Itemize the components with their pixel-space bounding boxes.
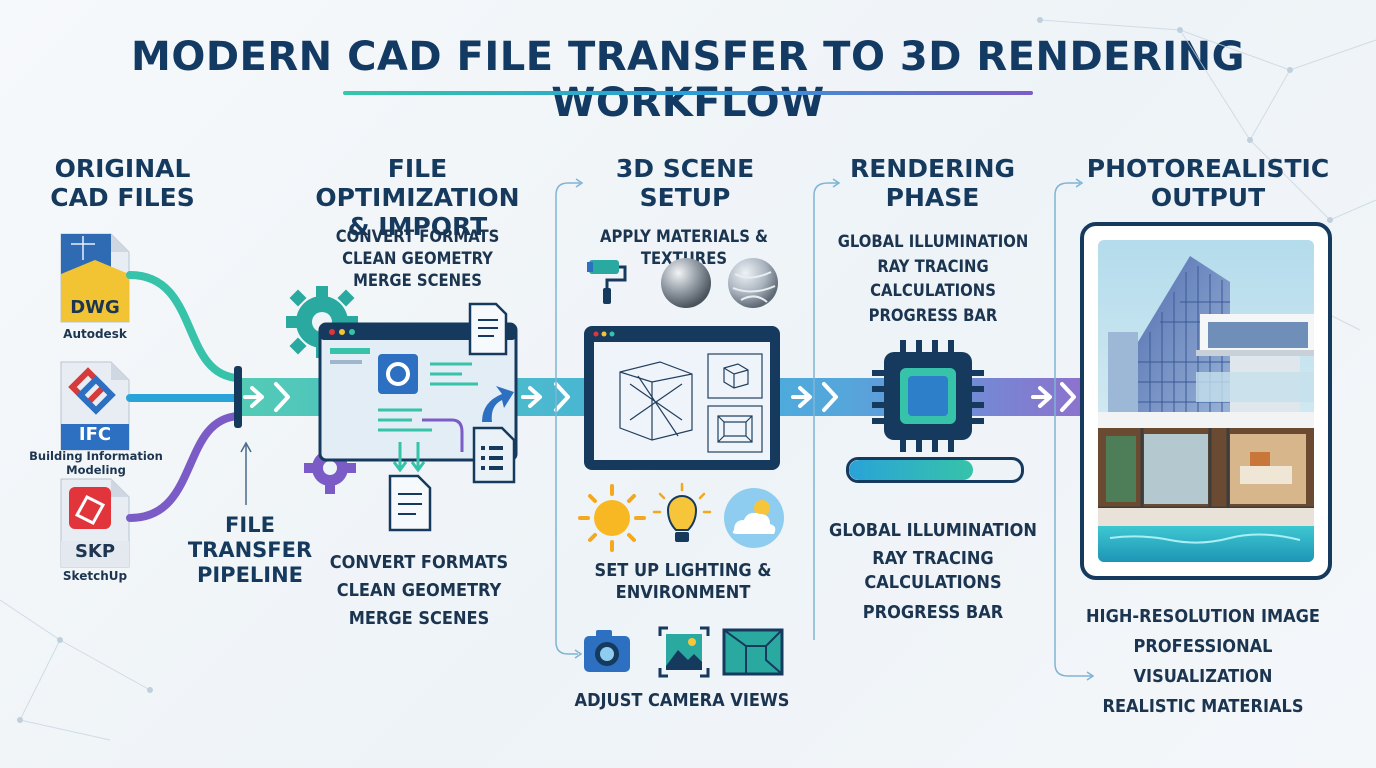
stage-5-heading: PHOTOREALISTIC OUTPUT — [1080, 154, 1336, 212]
document-icon — [472, 426, 516, 484]
stage-2-bottom-step-3: MERGE SCENES — [348, 608, 490, 629]
render-progress-bar — [846, 457, 1024, 483]
stage-5-heading-line-2: OUTPUT — [1150, 183, 1266, 212]
skp-caption: SketchUp — [62, 569, 128, 583]
document-icon — [388, 474, 432, 532]
stage-3-lighting-line-1: SET UP LIGHTING & — [594, 560, 772, 581]
render-progress-fill — [849, 460, 973, 480]
stage-5-output-2: PROFESSIONAL VISUALIZATION — [1133, 636, 1273, 687]
dwg-caption: Autodesk — [63, 327, 127, 341]
camera-icon — [584, 630, 630, 672]
stage-2-heading-line-2: & IMPORT — [347, 212, 488, 241]
lighting-icons — [578, 482, 784, 552]
stage-5-heading-line-1: PHOTOREALISTIC — [1086, 154, 1330, 183]
perspective-view-icon — [722, 628, 784, 676]
processor-chip-icon — [872, 340, 984, 452]
stage-4-bottom-step-1: GLOBAL ILLUMINATION — [829, 520, 1037, 541]
document-icon — [468, 302, 508, 356]
stage-2-top-step-1: CONVERT FORMATS — [335, 227, 500, 246]
stage-4-top-step-3: PROGRESS BAR — [868, 305, 998, 325]
pipeline-line-2: TRANSFER — [187, 538, 313, 562]
stage-5-output-1: HIGH-RESOLUTION IMAGE — [1086, 606, 1320, 627]
ifc-file-icon — [60, 361, 130, 451]
pipeline-line-1: FILE — [225, 513, 275, 537]
stage-4-heading-line-1: RENDERING — [849, 154, 1016, 183]
stage-3-lighting-line-2: ENVIRONMENT — [615, 582, 751, 603]
stage-4-heading: RENDERING PHASE — [830, 154, 1035, 212]
marble-sphere-icon — [728, 258, 778, 308]
ifc-caption: Building Information Modeling — [29, 449, 163, 477]
stage-4-top-step-1: GLOBAL ILLUMINATION — [837, 232, 1029, 251]
light-bulb-icon — [652, 482, 712, 542]
stage-5-output-list: HIGH-RESOLUTION IMAGE PROFESSIONAL VISUA… — [1070, 602, 1336, 722]
image-frame-icon — [658, 626, 710, 678]
stage-4-bottom-step-4: PROGRESS BAR — [862, 602, 1004, 623]
title-underline — [343, 91, 1033, 95]
stage-4-heading-line-2: PHASE — [885, 183, 980, 212]
stage-2-top-step-2: CLEAN GEOMETRY — [342, 249, 493, 268]
stage-4-bottom-steps: GLOBAL ILLUMINATION RAY TRACING CALCULAT… — [826, 519, 1040, 625]
stage-3-heading-line-2: SETUP — [639, 183, 731, 212]
stage-2-bottom-step-1: CONVERT FORMATS — [329, 552, 509, 573]
cad-file-icons — [60, 233, 130, 568]
stage-4-bottom-step-3: CALCULATIONS — [864, 572, 1002, 593]
stage-2-top-steps: CONVERT FORMATS CLEAN GEOMETRY MERGE SCE… — [310, 226, 525, 292]
sun-icon — [578, 484, 646, 552]
stage-1-heading-line-2: CAD FILES — [50, 183, 195, 212]
file-transfer-pipeline-label: FILE TRANSFER PIPELINE — [180, 513, 320, 588]
skp-badge: SKP — [74, 541, 116, 562]
stage-3-camera-label: ADJUST CAMERA VIEWS — [574, 690, 790, 711]
stage-5-output-3: REALISTIC MATERIALS — [1102, 696, 1304, 717]
pipeline-line-3: PIPELINE — [196, 563, 304, 587]
stage-2-bottom-steps: CONVERT FORMATS CLEAN GEOMETRY MERGE SCE… — [314, 549, 524, 633]
stage-3-heading: 3D SCENE SETUP — [590, 154, 780, 212]
stage-4-top-step-2: RAY TRACING CALCULATIONS — [870, 256, 996, 301]
metal-sphere-icon — [661, 258, 711, 308]
stage-2-heading: FILE OPTIMIZATION & IMPORT — [290, 154, 545, 241]
stage-1-heading-line-1: ORIGINAL — [54, 154, 191, 183]
sky-icon — [724, 488, 784, 548]
dwg-badge: DWG — [70, 297, 120, 318]
stage-2-heading-line-1: FILE OPTIMIZATION — [315, 154, 520, 212]
camera-icons — [584, 626, 784, 678]
material-icons — [587, 258, 778, 308]
page-title: MODERN CAD FILE TRANSFER TO 3D RENDERING… — [131, 34, 1245, 126]
photorealistic-render-image — [1080, 222, 1332, 580]
stage-3-lighting-label: SET UP LIGHTING & ENVIRONMENT — [583, 560, 783, 604]
stage-2-top-step-3: MERGE SCENES — [353, 271, 482, 290]
scene-editor-window — [584, 326, 780, 470]
paint-roller-icon — [587, 260, 627, 304]
optimization-illustration — [286, 286, 518, 532]
stage-3-heading-line-1: 3D SCENE — [615, 154, 755, 183]
stage-4-bottom-step-2: RAY TRACING — [872, 548, 994, 569]
stage-2-bottom-step-2: CLEAN GEOMETRY — [336, 580, 502, 601]
stage-4-top-steps: GLOBAL ILLUMINATION RAY TRACING CALCULAT… — [812, 230, 1054, 328]
stage-1-heading: ORIGINAL CAD FILES — [40, 154, 205, 212]
dwg-file-icon — [60, 233, 130, 323]
skp-file-icon — [60, 478, 130, 568]
ifc-badge: IFC — [78, 424, 112, 445]
